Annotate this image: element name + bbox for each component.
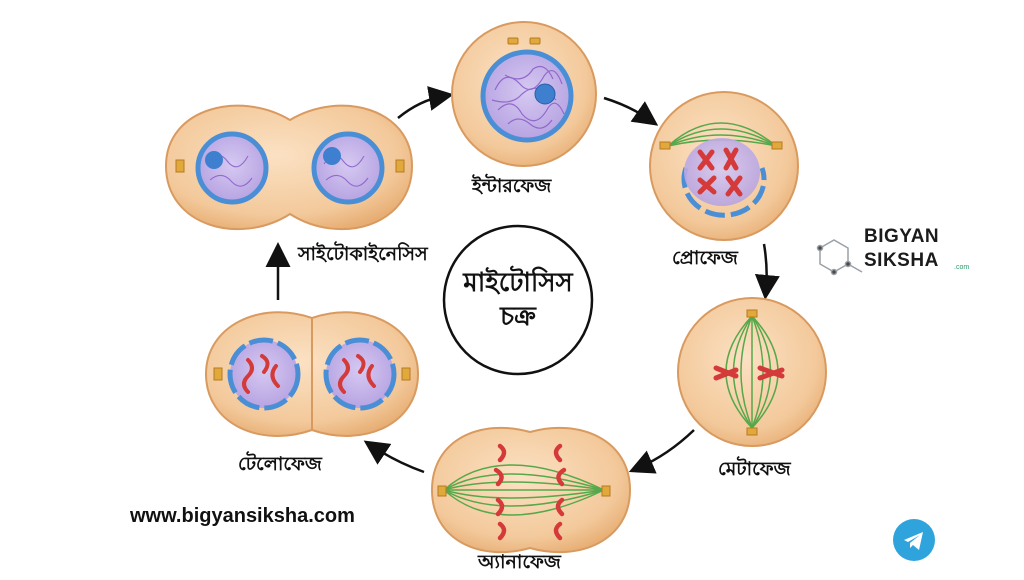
chromosomes [697, 147, 743, 197]
centrosome [507, 37, 541, 45]
centrosome [746, 309, 758, 436]
nucleolus [205, 151, 223, 169]
logo-suffix: .com [954, 264, 970, 271]
brand-logo: BIGYAN SIKSHA .com [808, 220, 970, 282]
interphase-cell [451, 21, 597, 167]
center-title-line2: চক্র [500, 302, 536, 332]
prophase-cell [649, 91, 799, 241]
label-anaphase: অ্যানাফেজ [478, 551, 561, 573]
telegram-icon[interactable] [893, 519, 935, 561]
nucleolus [534, 83, 556, 105]
website-url[interactable]: www.bigyansiksha.com [130, 505, 355, 527]
telegram-plane-icon [904, 532, 923, 550]
spindle-fibers [443, 464, 605, 516]
telophase-cell [204, 311, 420, 437]
label-metaphase: মেটাফেজ [718, 458, 791, 480]
center-title-line1: মাইটোসিস [463, 268, 573, 298]
label-prophase: প্রোফেজ [672, 247, 738, 269]
label-cytokinesis: সাইটোকাইনেসিস [298, 243, 428, 265]
centrosome [213, 367, 411, 381]
centrosome [437, 485, 611, 497]
label-interphase: ইন্টারফেজ [472, 175, 552, 197]
logo-word-1: BIGYAN [864, 226, 940, 247]
anaphase-cell [430, 426, 632, 554]
arrow-anaphase-to-telophase [363, 440, 425, 474]
centrosome [175, 159, 405, 173]
metaphase-cell [677, 297, 827, 447]
nucleolus [323, 147, 341, 165]
arrow-prophase-to-metaphase [754, 243, 780, 300]
centrosome [659, 141, 783, 150]
cytokinesis-cell [164, 104, 414, 231]
chromosomes [713, 365, 785, 381]
chromosomes [242, 354, 376, 394]
logo-molecule-graphic [816, 239, 863, 276]
cycle-arrows [265, 86, 780, 474]
arrow-cytokinesis-to-interphase [397, 86, 454, 119]
chromatin [491, 66, 565, 129]
center-circle [442, 224, 594, 376]
arrow-metaphase-to-anaphase [628, 429, 695, 474]
chromosomes [493, 443, 567, 541]
arrow-interphase-to-prophase [603, 96, 659, 126]
label-telophase: টেলোফেজ [238, 453, 322, 475]
center-title: মাইটোসিস চক্র [443, 225, 593, 375]
logo-word-2: SIKSHA [864, 250, 939, 271]
